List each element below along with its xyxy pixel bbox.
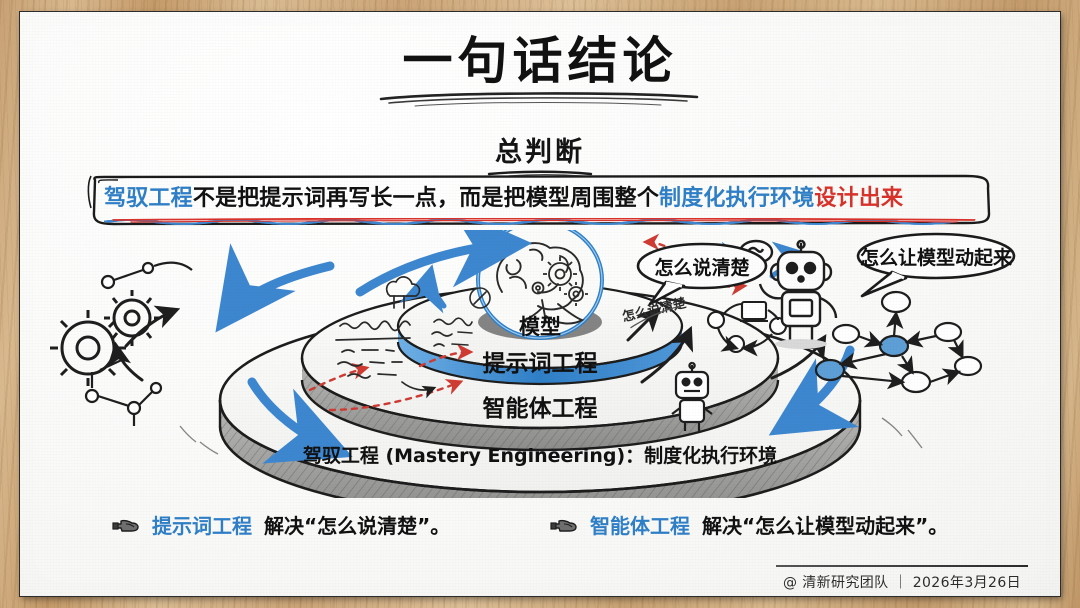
robot-icon-large [736,239,838,349]
handwriting-scribble-2 [431,287,491,347]
bullet-1-rest: 解决“怎么说清楚”。 [264,514,451,538]
circuit-sketch-icon [84,261,193,426]
ring-label-prompt-engineering: 提示词工程 [483,350,598,377]
bullet-1-highlight: 提示词工程 [152,514,252,538]
outer-ring-label: 驾驭工程 (Mastery Engineering)：制度化执行环境 [303,444,777,467]
pointing-hand-icon [112,519,139,532]
statement-segment-1: 驾驭工程 [104,186,193,211]
concentric-rings-diagram: 怎么说清楚 怎么让模型动起来 怎么说清楚 模型 提示词工程 智能体工程 [30,230,1050,498]
pointing-hand-icon [550,519,577,532]
page-title: 一句话结论 [402,32,678,90]
statement-segment-3: 制度化执行环境 [659,186,815,211]
statement-frame-box [87,174,991,226]
statement-text: 驾驭工程不是把提示词再写长一点，而是把模型周围整个制度化执行环境设计出来 [104,182,984,225]
sketch-arrow-icon [107,305,827,384]
conclusion-bullets: 提示词工程解决“怎么说清楚”。 智能体工程解决“怎么让模型动起来”。 [20,510,1060,554]
bullet-2-highlight: 智能体工程 [590,514,690,538]
robot-icon [671,361,713,431]
blue-wavy-underline-2 [104,219,956,225]
subtitle: 总判断 [495,137,585,168]
subtitle-block: 总判断 [20,130,1060,178]
handwriting-scribble [335,276,437,399]
network-graph-icon [814,290,983,394]
bullet-2-rest: 解决“怎么让模型动起来”。 [702,514,949,538]
speech-bubble-icon-2: 怎么让模型动起来 [856,232,1016,298]
paper-canvas: 一句话结论 总判断 驾驭工程不是把提示词再写长一点，而是把模型周围 [20,12,1060,596]
title-underline-stroke [379,92,699,107]
red-underline [112,218,976,223]
bullet-item-2: 智能体工程解决“怎么让模型动起来”。 [550,510,948,539]
speech-bubble-icon-1: 怎么说清楚 [636,242,768,306]
bubble-text-1: 怎么说清楚 [654,256,749,279]
statement-segment-4: 设计出来 [814,186,904,211]
bullet-item-1: 提示词工程解决“怎么说清楚”。 [112,510,450,539]
footer-credit: @ 清新研究团队 ｜ 2026年3月26日 [782,575,1022,591]
ring-label-agent-engineering: 智能体工程 [483,395,598,422]
device-cluster-icon [706,300,788,357]
bubble-text-2: 怎么让模型动起来 [860,246,1012,269]
footer-divider [776,565,1028,567]
gear-icon [50,290,160,386]
diagram-svg: 怎么说清楚 怎么让模型动起来 怎么说清楚 模型 提示词工程 智能体工程 [50,230,1016,498]
diagram-center-label: 模型 [519,315,561,339]
statement-callout: 驾驭工程不是把提示词再写长一点，而是把模型周围整个制度化执行环境设计出来 [86,174,994,226]
title-block: 一句话结论 [20,34,1060,108]
statement-segment-2: 不是把提示词再写长一点，而是把模型周围整个 [192,186,660,211]
